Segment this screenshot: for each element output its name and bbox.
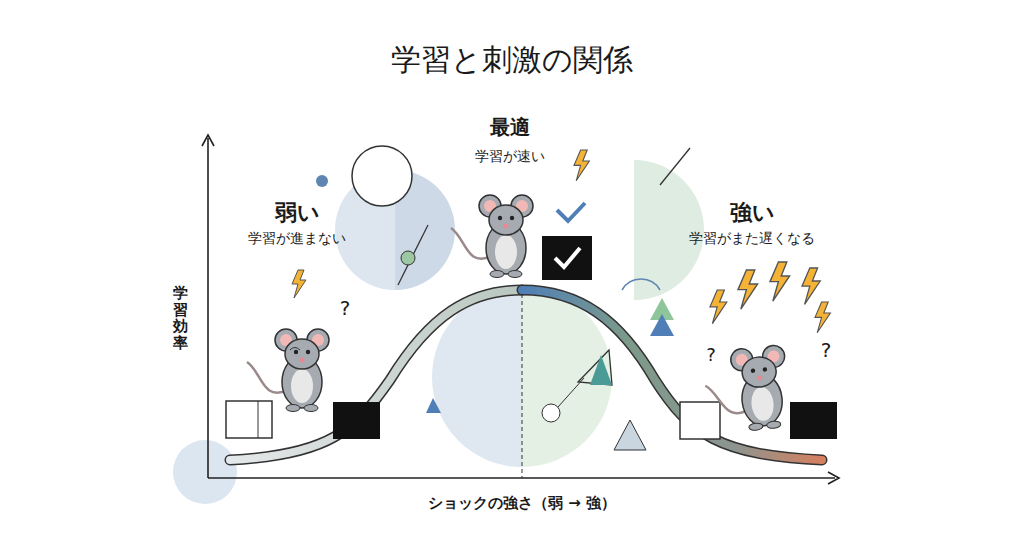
region-heading: 強い [730,198,775,228]
region-note: 学習がまた遅くなる [689,230,815,248]
region-note: 学習が進まない [248,230,346,248]
region-heading: 弱い [275,198,320,228]
question-mark: ? [340,296,351,320]
question-mark: ? [821,338,832,362]
axis-label: ショックの強さ（弱 → 強） [428,494,616,513]
question-mark: ? [706,344,716,365]
region-heading: 最適 [490,114,530,141]
chart-title: 学習と刺激の関係 [391,40,633,81]
region-note: 学習が速い [475,148,545,166]
axis-label: 学習効率 [173,285,188,351]
